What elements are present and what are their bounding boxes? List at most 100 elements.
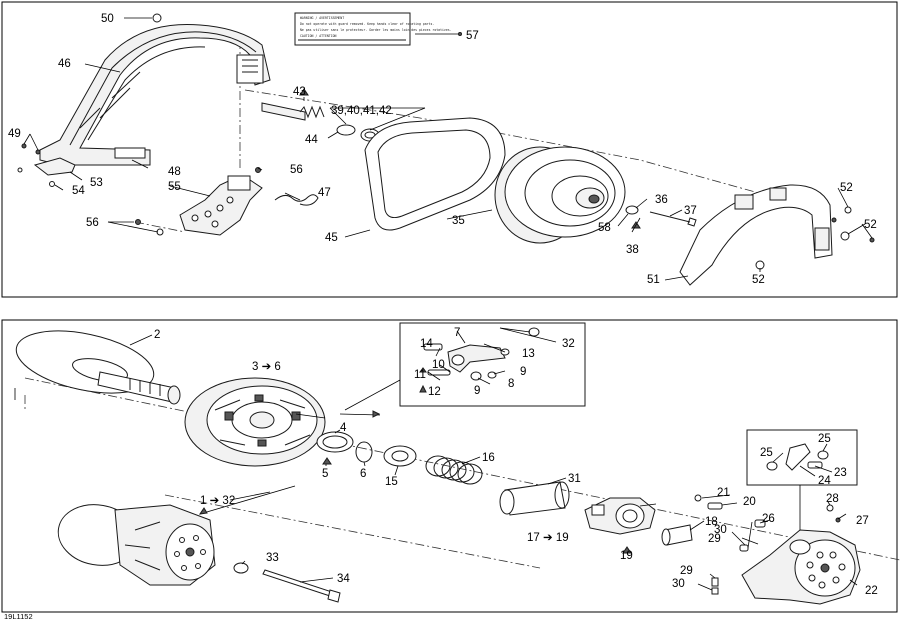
callout-25-right: 25	[818, 433, 831, 445]
callout-47: 47	[318, 187, 331, 199]
callout-46: 46	[58, 58, 71, 70]
bolt-37	[649, 211, 697, 227]
callout-55: 55	[168, 181, 181, 193]
callout-20: 20	[743, 496, 756, 508]
callout-30-bottom: 30	[672, 578, 685, 590]
warning-label-57: WARNING / AVERTISSEMENT Do not operate w…	[294, 12, 452, 46]
upper-leaders	[23, 17, 873, 281]
callout-9-right: 9	[520, 366, 526, 378]
bushing-18	[661, 524, 693, 546]
callout-35: 35	[452, 215, 465, 227]
lower-leaders	[129, 327, 858, 591]
callout-25-left: 25	[760, 447, 773, 459]
callout-18: 18	[705, 516, 718, 528]
pin-30	[739, 544, 749, 552]
callout-8: 8	[508, 378, 514, 390]
washer-44	[336, 124, 356, 136]
sleeve-31	[499, 481, 570, 516]
lower-axis-secondary	[24, 395, 541, 569]
washer-52-top	[844, 206, 852, 214]
callout-56-top: 56	[290, 164, 303, 176]
callout-49: 49	[8, 128, 21, 140]
callout-6: 6	[360, 468, 366, 480]
callout-45: 45	[325, 232, 338, 244]
spider-17-19	[584, 497, 656, 535]
roller-detail-inset	[344, 322, 586, 411]
callout-43: 43	[293, 86, 306, 98]
callout-27: 27	[856, 515, 869, 527]
callout-34: 34	[337, 573, 350, 585]
pin-26	[754, 519, 766, 528]
callout-19: 19	[620, 550, 633, 562]
lower-axis-main	[24, 377, 900, 561]
callout-56-left: 56	[86, 217, 99, 229]
upper-center-axis	[244, 89, 821, 211]
callout-30-top: 30	[714, 524, 727, 536]
callout-24: 24	[818, 475, 831, 487]
washer-52-bottom	[755, 260, 765, 270]
driven-pulley-35	[494, 146, 626, 244]
bearing-15	[383, 445, 417, 467]
callout-26: 26	[762, 513, 775, 525]
spring-16	[425, 455, 483, 485]
callout-52-top: 52	[840, 182, 853, 194]
callout-4: 4	[340, 422, 347, 434]
callout-58: 58	[598, 222, 611, 234]
callout-50: 50	[101, 13, 114, 25]
snap-ring-6	[355, 441, 373, 463]
locking-agent-5	[322, 457, 332, 465]
svg-text:CAUTION / ATTENTION: CAUTION / ATTENTION	[300, 34, 337, 38]
guard-bracket-55	[179, 175, 263, 236]
callout-52-bottom: 52	[752, 274, 765, 286]
pin-29	[711, 577, 719, 587]
clip-bracket-53	[17, 143, 76, 187]
callout-54: 54	[72, 185, 85, 197]
washer-50	[152, 13, 162, 23]
callout-33: 33	[266, 552, 279, 564]
locking-agent-19	[622, 546, 632, 554]
callout-7: 7	[454, 327, 460, 339]
screw-27	[835, 517, 841, 523]
callout-3-6: 3 ➔ 6	[252, 361, 281, 373]
upper-callouts: 50 46 49 48 53 54 55 56 47 56 43 39,40,4…	[8, 13, 877, 286]
callout-28: 28	[826, 493, 839, 505]
movable-sheave-3-6	[184, 377, 326, 467]
drive-pulley-assembly-1-32	[57, 504, 216, 586]
callout-14: 14	[420, 338, 433, 350]
callout-57: 57	[466, 30, 479, 42]
washer-52-right	[840, 231, 850, 241]
washer-28	[826, 504, 834, 512]
lower-arrows	[198, 410, 381, 515]
callout-17-19: 17 ➔ 19	[527, 532, 569, 544]
callout-22: 22	[865, 585, 878, 597]
callout-53: 53	[90, 177, 103, 189]
callout-13: 13	[522, 348, 535, 360]
callout-9-bottom: 9	[474, 385, 480, 397]
callout-15: 15	[385, 476, 398, 488]
belt-guard-46	[39, 23, 271, 166]
cover-22	[741, 529, 861, 605]
callout-5: 5	[322, 468, 328, 480]
callout-2: 2	[154, 329, 160, 341]
washer-21	[694, 494, 702, 502]
bolt-34	[262, 569, 341, 603]
callout-29-bottom: 29	[680, 565, 693, 577]
callout-11: 11	[414, 369, 426, 381]
svg-text:Ne pas utiliser sans le protec: Ne pas utiliser sans le protecteur. Gard…	[300, 28, 452, 32]
callout-37: 37	[684, 205, 697, 217]
callout-39-42: 39,40,41,42	[331, 105, 392, 117]
spring-47	[274, 194, 319, 206]
callout-38: 38	[626, 244, 639, 256]
washer-33	[233, 562, 249, 574]
washer-36	[625, 205, 639, 215]
callout-51: 51	[647, 274, 660, 286]
svg-text:Do not operate with guard remo: Do not operate with guard removed. Keep …	[300, 22, 434, 26]
callout-31: 31	[568, 473, 581, 485]
shaft-spring-43	[261, 88, 325, 121]
callout-52-right: 52	[864, 219, 877, 231]
callout-23: 23	[834, 467, 847, 479]
callout-10: 10	[432, 359, 445, 371]
callout-29-top: 29	[708, 533, 721, 545]
guard-left-axis	[134, 221, 186, 233]
